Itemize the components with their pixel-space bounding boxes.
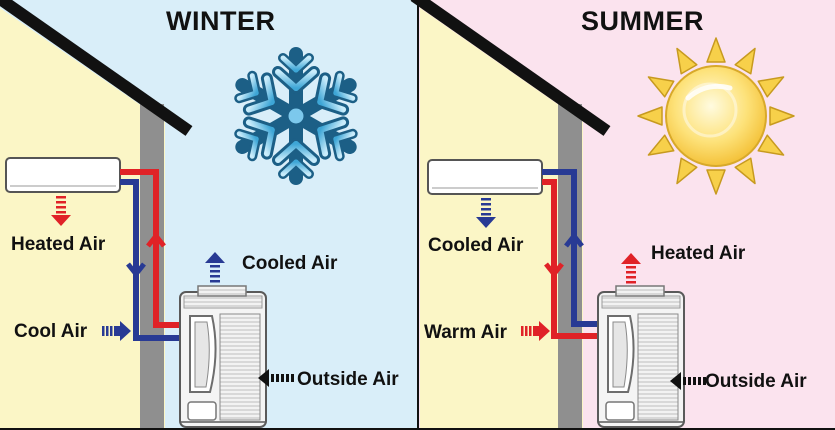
winter-down-arrow-icon — [126, 262, 146, 279]
sun-icon — [637, 37, 795, 195]
winter-cooled-air-label: Cooled Air — [242, 253, 338, 274]
winter-roof — [0, 0, 193, 136]
winter-cold-pipe — [120, 179, 186, 341]
summer-title: SUMMER — [581, 6, 704, 36]
winter-outdoor-unit — [179, 285, 267, 428]
winter-title: WINTER — [166, 6, 276, 36]
summer-outside-air-label: Outside Air — [705, 371, 807, 392]
summer-cold-pipe — [542, 169, 604, 327]
summer-panel — [410, 0, 835, 430]
summer-down-arrow-icon — [544, 262, 564, 279]
winter-outside-air-label: Outside Air — [297, 369, 399, 390]
summer-indoor-unit — [427, 159, 543, 195]
summer-warm-air-arrow-icon — [521, 321, 550, 341]
summer-heated-air-label: Heated Air — [651, 243, 746, 264]
winter-hot-pipe — [120, 169, 186, 328]
summer-roof — [410, 0, 611, 136]
winter-cooled-air-arrow-icon — [205, 252, 225, 283]
winter-indoor-unit — [5, 157, 121, 193]
winter-up-arrow-icon — [146, 231, 166, 248]
summer-cooled-air-label: Cooled Air — [428, 235, 524, 256]
winter-heated-air-arrow-icon — [51, 196, 71, 226]
winter-refrigerant-lines — [120, 169, 186, 341]
winter-cool-air-arrow-icon — [102, 321, 131, 341]
summer-heated-air-arrow-icon — [621, 253, 641, 284]
summer-outdoor-unit — [597, 285, 685, 428]
summer-refrigerant-lines — [542, 169, 604, 339]
summer-up-arrow-icon — [564, 231, 584, 248]
winter-panel — [0, 0, 418, 430]
summer-warm-air-label: Warm Air — [424, 322, 508, 343]
snowflake-icon — [233, 54, 358, 178]
summer-hot-pipe — [542, 179, 604, 339]
winter-heated-air-label: Heated Air — [11, 234, 106, 255]
winter-cool-air-label: Cool Air — [14, 321, 88, 342]
summer-cooled-air-arrow-icon — [476, 198, 496, 228]
